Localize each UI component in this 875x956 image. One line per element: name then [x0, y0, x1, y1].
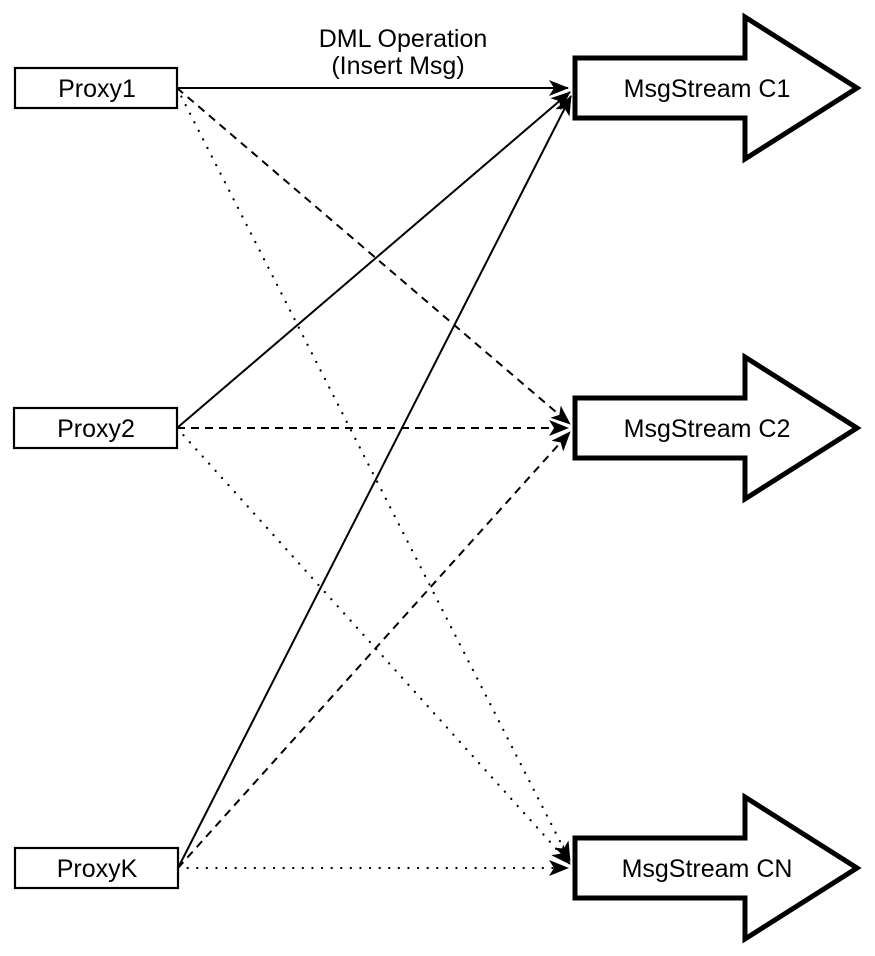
proxyk-node: ProxyK [13, 846, 180, 890]
proxy1-label: Proxy1 [58, 75, 136, 103]
msgstream-c1-arrow-shape [572, 12, 862, 164]
proxy1-node: Proxy1 [13, 66, 179, 110]
edge-proxy2-cn [175, 426, 572, 866]
msgstream-c1-node: MsgStream C1 [572, 12, 862, 164]
edge-proxy2-c1 [176, 91, 571, 429]
edge-proxyk-c2 [177, 431, 571, 869]
msgstream-cn-node: MsgStream CN [572, 792, 862, 944]
header-line1: DML Operation [319, 25, 488, 53]
msgstream-cn-label: MsgStream CN [622, 855, 793, 883]
proxyk-box [13, 846, 180, 890]
msgstream-c2-node: MsgStream C2 [572, 352, 862, 504]
proxy2-node: Proxy2 [12, 406, 179, 450]
header-annotation: DML Operation (Insert Msg) [319, 25, 488, 80]
msgstream-cn-arrow-shape [572, 792, 862, 944]
header-line2: (Insert Msg) [331, 52, 464, 80]
proxy2-box [12, 406, 179, 450]
msgstream-c2-arrow-shape [572, 352, 862, 504]
proxyk-label: ProxyK [57, 855, 138, 883]
edge-proxy1-cn [175, 86, 572, 863]
edge-proxy1-c2 [176, 87, 571, 425]
proxy1-box [13, 66, 179, 110]
proxy2-label: Proxy2 [57, 415, 135, 443]
msgstream-c2-label: MsgStream C2 [624, 415, 791, 443]
msgstream-c1-label: MsgStream C1 [624, 75, 791, 103]
edge-proxyk-c1 [177, 95, 572, 869]
